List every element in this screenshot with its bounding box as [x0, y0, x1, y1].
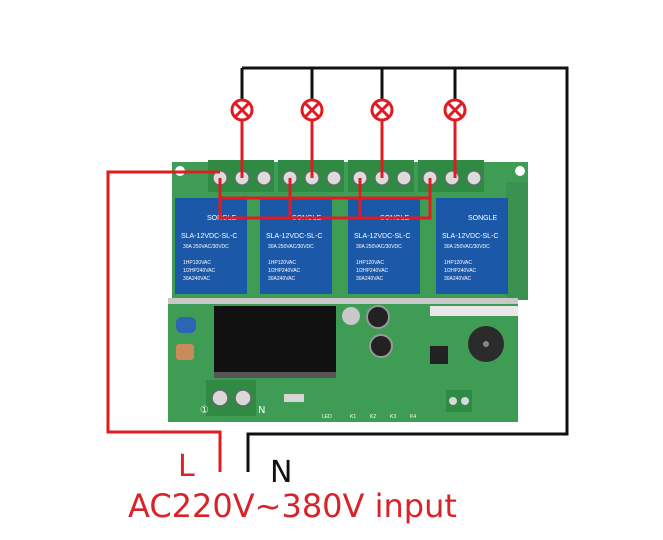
terminal-mark-neutral: N [258, 405, 265, 416]
screw-power-l [211, 389, 229, 407]
input-voltage-label: AC220V~380V input [128, 487, 457, 525]
lamps [230, 98, 467, 122]
relay-rating: 1HP120VAC [268, 260, 296, 266]
led-strip [284, 394, 304, 402]
relay-4: SONGLE SLA-12VDC-SL-C 30A 250VAC/30VDC 1… [436, 198, 508, 294]
lamp-cross [373, 101, 391, 119]
power-module-edge [214, 372, 336, 378]
relay-rating: 30A 250VAC/30VDC [183, 244, 229, 250]
relay-rating: 30A240VAC [183, 276, 211, 282]
relay-rating: 1HP120VAC [183, 260, 211, 266]
relay-body [436, 198, 508, 294]
lamp-1 [230, 98, 254, 122]
lamp-cross [303, 101, 321, 119]
pcb-divider [168, 298, 518, 304]
screw-signal-2 [461, 397, 469, 405]
lamp-3 [370, 98, 394, 122]
terminal-screw [326, 170, 342, 186]
pcb-hole-right [515, 166, 525, 176]
relay-rating: 30A 250VAC/30VDC [356, 244, 402, 250]
lamp-cross [446, 101, 464, 119]
relay-2: SONGLE SLA-12VDC-SL-C 30A 250VAC/30VDC 1… [260, 198, 332, 294]
relay-brand: SONGLE [468, 215, 498, 222]
lamp-cross [233, 101, 251, 119]
neutral-wiring [240, 66, 569, 472]
screw-signal-1 [449, 397, 457, 405]
neutral-top-bus [242, 66, 569, 472]
terminal-mark-live: ① [200, 405, 209, 416]
power-module [214, 306, 336, 376]
board-mark-k2: K2 [370, 414, 376, 420]
lamp-2 [300, 98, 324, 122]
board-mark-k4: K4 [410, 414, 416, 420]
relay-rating: 1/2HP240VAC [356, 268, 389, 274]
buzzer-center [483, 341, 489, 347]
screw-power-n [234, 389, 252, 407]
board-mark-k3: K3 [390, 414, 396, 420]
relay-rating: 30A 250VAC/30VDC [268, 244, 314, 250]
electrolytic-cap-2 [369, 334, 393, 358]
relay-rating: 30A240VAC [444, 276, 472, 282]
relay-rating: 30A 250VAC/30VDC [444, 244, 490, 250]
live-label: L [178, 449, 195, 484]
rf-module [430, 306, 518, 316]
board-mark-led: LED [322, 414, 332, 420]
terminal-screw [396, 170, 412, 186]
live-main-loop [106, 170, 222, 472]
relay-body [260, 198, 332, 294]
relay-1: SONGLE SLA-12VDC-SL-C 30A 250VAC/30VDC 1… [175, 198, 247, 294]
relay-rating: 1/2HP240VAC [268, 268, 301, 274]
neutral-label: N [270, 455, 293, 490]
relay-rating: 1/2HP240VAC [444, 268, 477, 274]
pcb-upper-right-tab [506, 182, 528, 300]
relay-board-lower: ① N LED K1 K2 K3 K4 [168, 298, 518, 422]
relay-model: SLA-12VDC-SL-C [266, 233, 322, 240]
relay-rating: 1HP120VAC [444, 260, 472, 266]
relay-body [175, 198, 247, 294]
relay-model: SLA-12VDC-SL-C [181, 233, 237, 240]
relay-rating: 1/2HP240VAC [183, 268, 216, 274]
relay-rating: 30A240VAC [356, 276, 384, 282]
relay-model: SLA-12VDC-SL-C [354, 233, 410, 240]
relay-rating: 1HP120VAC [356, 260, 384, 266]
chip-ic [430, 346, 448, 364]
terminal-screw [466, 170, 482, 186]
relay-model: SLA-12VDC-SL-C [442, 233, 498, 240]
terminal-screw [444, 170, 460, 186]
relay-rating: 30A240VAC [268, 276, 296, 282]
board-mark-k1: K1 [350, 414, 356, 420]
resistor-tan [176, 344, 194, 360]
screw-terminal-signal [446, 390, 472, 412]
inductor [342, 307, 360, 325]
live-wiring [106, 120, 457, 472]
electrolytic-cap-1 [366, 305, 390, 329]
terminal-screw [256, 170, 272, 186]
lamp-4 [443, 98, 467, 122]
capacitor-blue [176, 317, 196, 333]
